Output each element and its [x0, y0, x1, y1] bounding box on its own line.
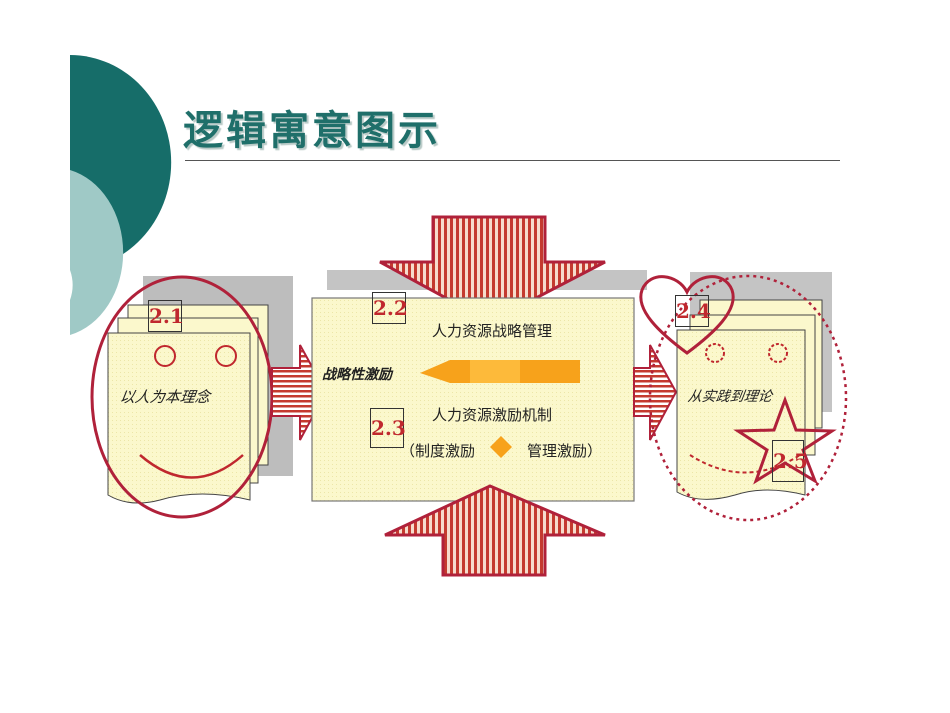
center-sub-left: （制度激励	[400, 442, 476, 460]
left-smile	[139, 454, 244, 479]
right-eye-left	[705, 343, 725, 363]
right-connector-arrow	[633, 344, 678, 441]
heart-outline	[639, 275, 735, 355]
number-badge-2-3: 2.3	[370, 408, 406, 448]
orange-diamond	[490, 436, 512, 458]
title-underline	[185, 160, 840, 161]
right-page-front	[676, 329, 806, 500]
right-dotted-ring	[648, 274, 848, 522]
left-page-front	[107, 332, 251, 504]
number-badge-2-5: 2.5	[772, 440, 808, 482]
number-badge-2-4: 2.4	[675, 295, 711, 327]
left-eye-left	[154, 345, 176, 367]
top-down-arrow	[379, 215, 606, 324]
left-eye-right	[215, 345, 237, 367]
number-badge-2-1: 2.1	[148, 300, 184, 332]
center-line-2: 人力资源激励机制	[432, 406, 553, 424]
center-sub-right: 管理激励）	[527, 442, 603, 460]
bottom-up-arrow	[384, 484, 606, 577]
center-side-label: 战略性激励	[322, 367, 392, 383]
left-box-label: 以人为本理念	[118, 388, 212, 406]
right-smile	[689, 454, 801, 474]
star-outline	[733, 395, 837, 485]
top-arrow-shape	[379, 215, 606, 324]
right-paper-stack	[676, 299, 823, 500]
orange-bar-highlight	[470, 360, 520, 383]
teal-light-arc	[70, 170, 124, 335]
slide-title: 逻辑寓意图示	[183, 108, 441, 154]
right-box-label: 从实践到理论	[686, 389, 773, 405]
teal-decoration	[70, 55, 172, 335]
left-paper-stack	[107, 304, 269, 504]
number-badge-2-2: 2.2	[372, 292, 408, 324]
right-eye-right	[768, 343, 788, 363]
center-line-1: 人力资源战略管理	[432, 322, 553, 340]
bottom-arrow-shape	[384, 484, 606, 577]
